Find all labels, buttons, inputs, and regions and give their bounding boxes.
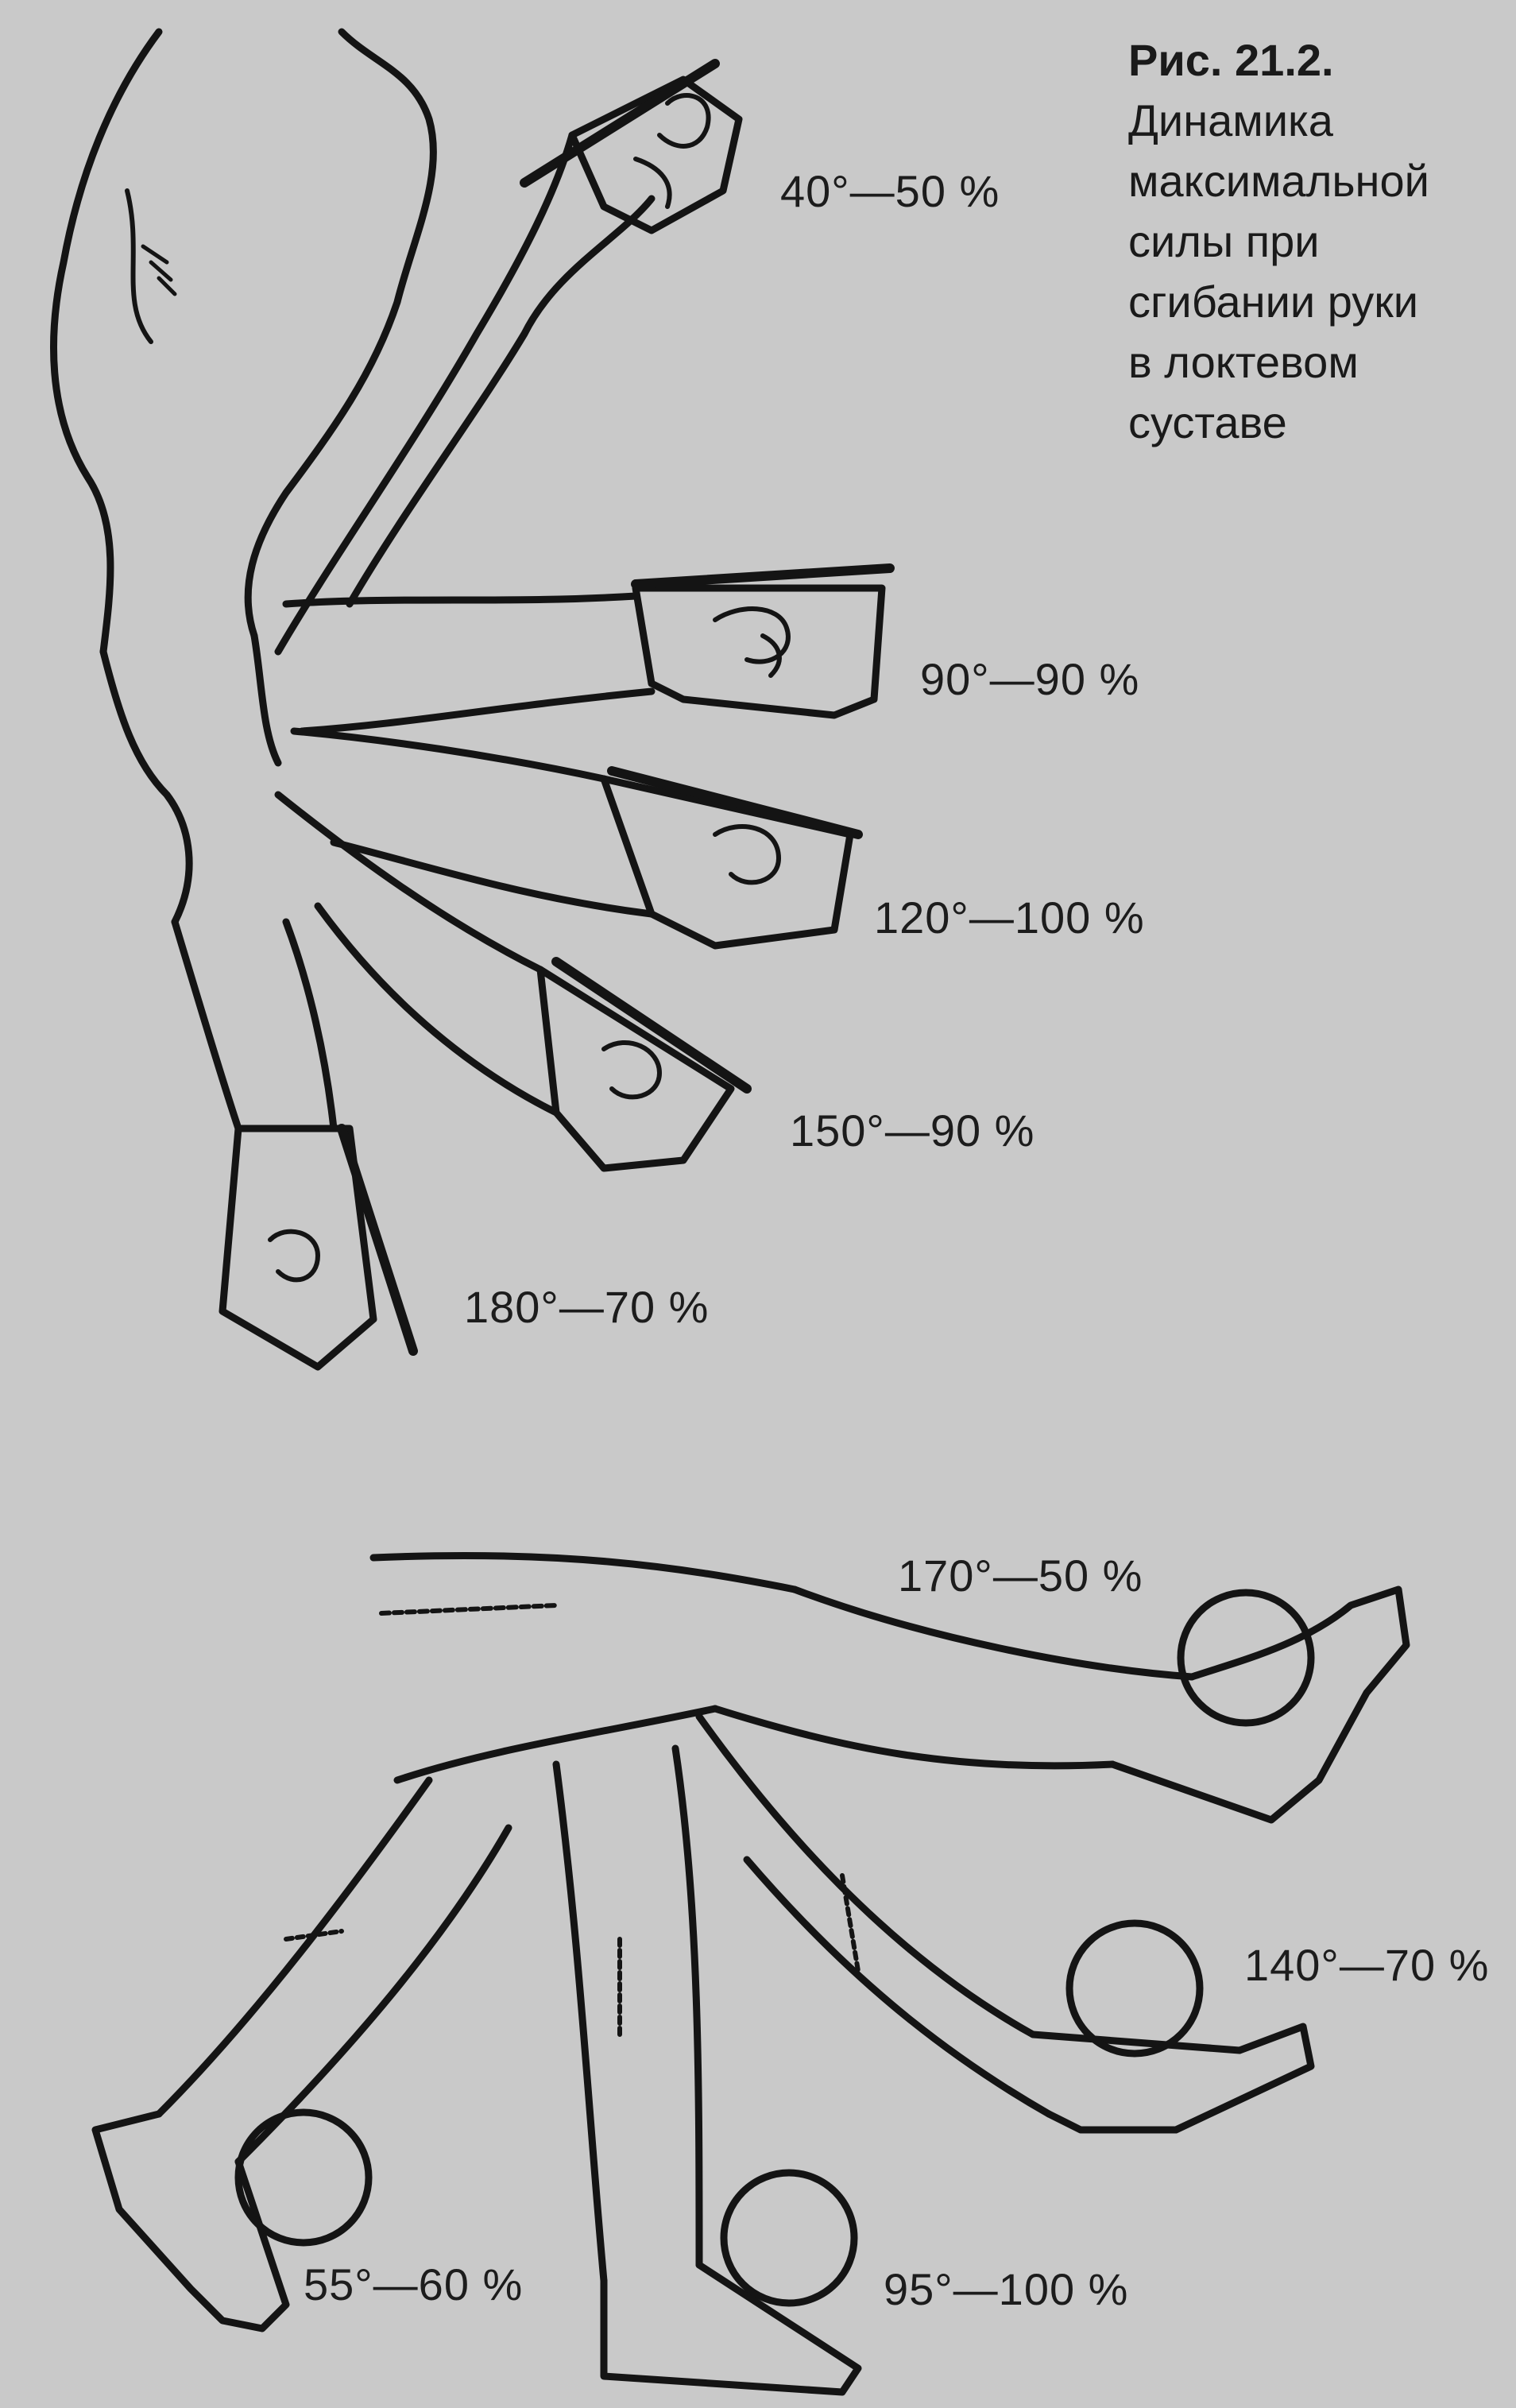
- leg-label-95: 95°—100 %: [884, 2263, 1128, 2315]
- arm-120-forearm-top: [294, 731, 604, 779]
- upper-arm-back: [254, 636, 278, 763]
- upper-arm-front: [103, 652, 189, 922]
- arm-90-knuckles: [636, 568, 890, 584]
- leg-55-shin-top: [159, 1780, 429, 2114]
- leg-label-140: 140°—70 %: [1244, 1939, 1489, 1991]
- caption-line-1: Динамика: [1128, 91, 1510, 151]
- leg-170-shin-top: [795, 1589, 1192, 1677]
- ball-95: [724, 2173, 854, 2303]
- arm-180-forearm-right: [286, 922, 334, 1129]
- arm-150-fist: [540, 970, 731, 1168]
- caption-line-3: силы при: [1128, 211, 1510, 272]
- figure-caption: Рис. 21.2. Динамика максимальной силы пр…: [1128, 30, 1510, 453]
- arm-180-knuckles: [342, 1129, 413, 1351]
- leg-170-foot: [1112, 1589, 1406, 1820]
- thigh-top: [373, 1555, 795, 1589]
- arm-40-fingers: [636, 95, 709, 207]
- arm-label-150: 150°—90 %: [790, 1105, 1035, 1156]
- leg-170-shin-bottom: [715, 1709, 1112, 1766]
- arm-90-forearm-top: [286, 596, 636, 604]
- arm-150-fingers: [604, 1043, 659, 1097]
- figure-title: Рис. 21.2.: [1128, 30, 1510, 91]
- caption-line-5: в локтевом: [1128, 332, 1510, 393]
- torso-outline: [54, 32, 159, 652]
- arm-120-forearm-bottom: [334, 842, 652, 914]
- arm-150-knuckles: [556, 962, 747, 1089]
- arm-150-forearm-top: [278, 795, 540, 970]
- leg-95-shin-left: [556, 1764, 604, 2281]
- shoulder-hatch: [143, 246, 175, 294]
- leg-label-170: 170°—50 %: [898, 1550, 1143, 1601]
- arm-label-180: 180°—70 %: [464, 1281, 709, 1333]
- leg-95-shin-right: [675, 1748, 699, 2265]
- leg-140-shin-bottom: [747, 1860, 1049, 2114]
- buttock-hatch: [381, 1605, 556, 1613]
- arm-150-forearm-bottom: [318, 906, 556, 1113]
- torso-inner: [127, 191, 151, 342]
- arm-diagram: [54, 32, 890, 1367]
- arm-label-120: 120°—100 %: [874, 892, 1145, 943]
- arm-label-40: 40°—50 %: [780, 165, 1000, 217]
- caption-line-2: максимальной: [1128, 151, 1510, 211]
- leg-55-shin-bottom: [238, 1828, 509, 2162]
- caption-line-6: суставе: [1128, 393, 1510, 453]
- leg-140-hatch: [842, 1876, 858, 1971]
- leg-diagram: [95, 1555, 1406, 2392]
- arm-40-knuckles: [524, 64, 715, 183]
- leg-label-55: 55°—60 %: [304, 2259, 523, 2310]
- arm-180-fingers: [270, 1232, 318, 1280]
- arm-40-forearm-inner: [350, 199, 652, 604]
- arm-180-forearm-left: [175, 922, 238, 1129]
- arm-label-90: 90°—90 %: [920, 653, 1139, 705]
- arm-120-fingers: [715, 827, 779, 882]
- leg-95-foot: [604, 2265, 858, 2392]
- ball-140: [1069, 1923, 1200, 2054]
- ball-55: [238, 2112, 369, 2243]
- caption-line-4: сгибании руки: [1128, 272, 1510, 332]
- arm-90-fingers: [715, 609, 788, 676]
- arm-90-forearm-bottom: [302, 691, 652, 731]
